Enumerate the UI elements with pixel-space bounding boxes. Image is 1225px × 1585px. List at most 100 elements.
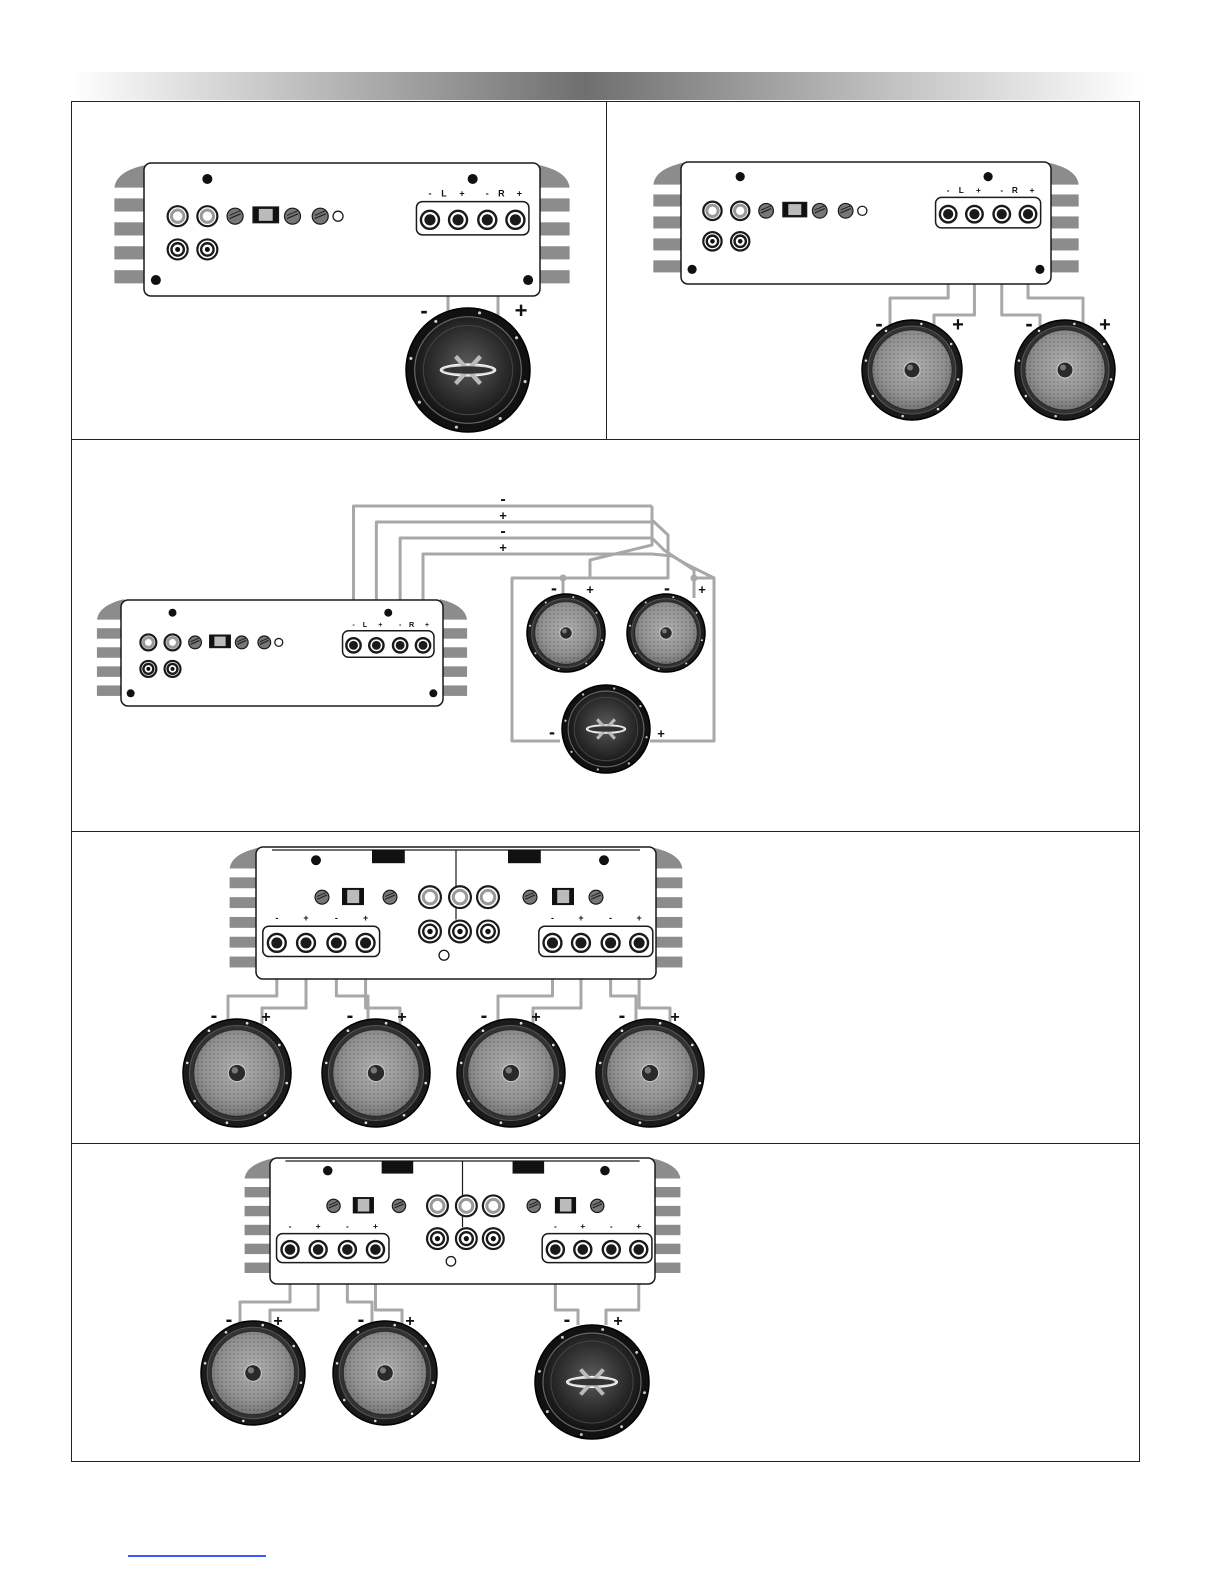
heatsink-fin-icon (652, 1244, 681, 1254)
heatsink-fin-icon (114, 164, 148, 187)
heatsink-fin-icon (97, 647, 124, 657)
amp-2ch-panel2 (653, 162, 1078, 284)
heatsink-fin-icon (1047, 216, 1078, 228)
heatsink-fin-icon (653, 194, 684, 206)
terminal-label-minus: - (335, 913, 338, 923)
heatsink-fin-icon (245, 1158, 274, 1178)
wire-junction (691, 575, 698, 582)
heatsink-fin-icon (536, 246, 570, 259)
polarity-plus: + (613, 1313, 622, 1330)
wire-left-minus (563, 506, 668, 598)
mount-hole-icon (1035, 265, 1044, 274)
polarity-minus: - (551, 578, 557, 598)
power-led-icon (446, 1257, 455, 1266)
heatsink-fin-icon (653, 162, 684, 184)
polarity-minus: - (420, 298, 427, 323)
terminal-label-plus: + (316, 1221, 321, 1231)
amp-2ch-panel3 (97, 599, 467, 706)
amp-4ch-panel4 (230, 847, 683, 979)
mount-hole-icon (468, 174, 478, 184)
polarity-plus: + (670, 1009, 679, 1026)
polarity-minus: - (619, 1005, 626, 1027)
heatsink-fin-icon (114, 246, 148, 259)
fuse-block (513, 1161, 545, 1174)
terminal-label-minus: - (289, 1221, 292, 1231)
heatsink-fin-icon (230, 848, 260, 869)
terminal-label-plus: + (976, 186, 981, 195)
heatsink-fin-icon (440, 685, 467, 695)
heatsink-fin-icon (440, 647, 467, 657)
terminal-label-plus: + (580, 1221, 585, 1231)
heatsink-fin-icon (652, 917, 682, 928)
polarity-plus: + (273, 1313, 282, 1330)
terminal-label-minus: - (428, 189, 431, 199)
speaker-ch1 (183, 1019, 291, 1127)
polarity-plus: + (515, 298, 528, 323)
heatsink-fin-icon (652, 897, 682, 908)
dust-cap (641, 1064, 658, 1081)
terminal-label-plus: + (1030, 186, 1035, 195)
heatsink-fin-icon (652, 1225, 681, 1235)
mount-hole-icon (599, 855, 609, 865)
polarity-minus: - (211, 1005, 218, 1027)
terminal-label-right: R (1012, 186, 1018, 195)
heatsink-fin-icon (652, 1158, 681, 1178)
fuse-block (382, 1161, 414, 1174)
heatsink-fin-icon (114, 198, 148, 211)
wire-right-minus (652, 538, 694, 598)
polarity-plus: + (531, 1009, 540, 1026)
polarity-minus: - (358, 1309, 365, 1331)
polarity-minus: - (347, 1005, 354, 1027)
heatsink-fin-icon (652, 848, 682, 869)
heatsink-fin-icon (245, 1225, 274, 1235)
heatsink-fin-icon (97, 666, 124, 676)
heatsink-fin-icon (230, 957, 260, 968)
mount-hole-icon (384, 609, 392, 617)
terminal-label-plus: + (636, 1221, 641, 1231)
heatsink-fin-icon (652, 1263, 681, 1273)
heatsink-fin-icon (245, 1206, 274, 1216)
terminal-label-plus: + (459, 189, 464, 199)
subwoofer (562, 685, 650, 773)
terminal-label-minus: - (1000, 186, 1003, 195)
speaker-front-left (201, 1321, 305, 1425)
wire-left-plus (590, 522, 652, 578)
heatsink-fin-icon (536, 270, 570, 283)
heatsink-fin-icon (97, 685, 124, 695)
terminal-label-plus: + (303, 913, 308, 923)
polarity-plus: + (952, 314, 964, 336)
power-led-icon (333, 211, 343, 221)
heatsink-fin-icon (653, 260, 684, 272)
heatsink-fin-icon (440, 666, 467, 676)
bus-label-plus: + (499, 540, 507, 555)
mount-hole-icon (429, 689, 437, 697)
heatsink-fin-icon (536, 222, 570, 235)
terminal-label-minus: - (275, 913, 278, 923)
terminal-label-right: R (498, 189, 505, 199)
heatsink-fin-icon (230, 877, 260, 888)
subwoofer (406, 308, 530, 432)
polarity-minus: - (875, 311, 882, 336)
heatsink-fin-icon (1047, 238, 1078, 250)
speaker-front-right (333, 1321, 437, 1425)
heatsink-fin-icon (245, 1244, 274, 1254)
heatsink-fin-icon (114, 222, 148, 235)
polarity-minus: - (226, 1309, 233, 1331)
heatsink-fin-icon (1047, 194, 1078, 206)
footer-link-underline[interactable] (128, 1555, 266, 1557)
mount-hole-icon (151, 275, 161, 285)
bus-label-minus: - (500, 491, 505, 508)
dust-cap (228, 1064, 245, 1081)
heatsink-fin-icon (652, 937, 682, 948)
polarity-plus: + (405, 1313, 414, 1330)
terminal-label-plus: + (373, 1221, 378, 1231)
polarity-minus: - (564, 1309, 571, 1331)
terminal-label-minus: - (609, 913, 612, 923)
heatsink-fin-icon (440, 599, 467, 619)
mount-hole-icon (127, 689, 135, 697)
heatsink-fin-icon (97, 599, 124, 619)
terminal-label-plus: + (637, 913, 642, 923)
polarity-plus: + (657, 726, 665, 741)
heatsink-fin-icon (536, 198, 570, 211)
